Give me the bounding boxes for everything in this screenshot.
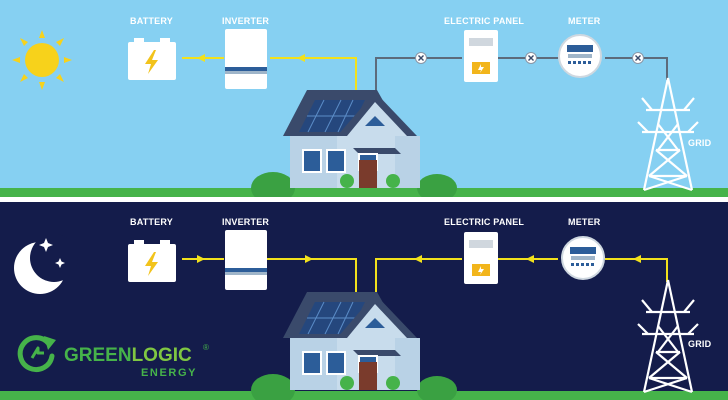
battery-icon bbox=[128, 240, 176, 282]
logo-energy-text: ENERGY bbox=[141, 367, 197, 379]
breaker-icon bbox=[414, 51, 428, 65]
logo-word-logic: LOGIC bbox=[132, 345, 192, 366]
day-battery-label: BATTERY bbox=[130, 16, 173, 26]
night-inverter-label: INVERTER bbox=[222, 217, 269, 227]
night-meter-label: METER bbox=[568, 217, 601, 227]
day-panel: BATTERY INVERTER ELECTRIC PANEL METER GR… bbox=[0, 0, 728, 205]
panel-divider bbox=[0, 197, 728, 202]
svg-text:GREENLOGIC: GREENLOGIC bbox=[64, 345, 192, 366]
greenlogic-logo: GREENLOGIC ® ENERGY bbox=[17, 335, 209, 379]
arrow-icon bbox=[197, 54, 205, 62]
meter-icon bbox=[558, 34, 602, 78]
sun-icon bbox=[12, 30, 72, 90]
logo-registered-mark: ® bbox=[203, 343, 209, 352]
battery-icon bbox=[128, 38, 176, 80]
star-icon bbox=[39, 238, 65, 268]
night-grid-label: GRID bbox=[688, 339, 712, 349]
meter-icon bbox=[561, 236, 605, 280]
night-electric-panel-label: ELECTRIC PANEL bbox=[444, 217, 524, 227]
electric-panel-icon bbox=[464, 30, 498, 82]
day-inverter-label: INVERTER bbox=[222, 16, 269, 26]
arrow-icon bbox=[305, 255, 313, 263]
arrow-icon bbox=[197, 255, 205, 263]
arrow-icon bbox=[414, 255, 422, 263]
night-ground bbox=[0, 391, 728, 400]
day-grid-label: GRID bbox=[688, 138, 712, 148]
arrow-icon bbox=[526, 255, 534, 263]
electric-panel-icon bbox=[464, 232, 498, 284]
arrow-icon bbox=[633, 255, 641, 263]
night-panel: BATTERY INVERTER ELECTRIC PANEL METER GR… bbox=[0, 202, 728, 400]
day-electric-panel-label: ELECTRIC PANEL bbox=[444, 16, 524, 26]
night-battery-label: BATTERY bbox=[130, 217, 173, 227]
breaker-icon bbox=[524, 51, 538, 65]
day-meter-label: METER bbox=[568, 16, 601, 26]
inverter-icon bbox=[225, 230, 267, 290]
day-solar-flow-line bbox=[182, 54, 357, 92]
inverter-icon bbox=[225, 29, 267, 89]
logo-mark-icon bbox=[17, 335, 56, 373]
arrow-icon bbox=[297, 54, 305, 62]
breaker-icon bbox=[631, 51, 645, 65]
logo-word-green: GREEN bbox=[64, 345, 132, 366]
day-ground bbox=[0, 188, 728, 197]
